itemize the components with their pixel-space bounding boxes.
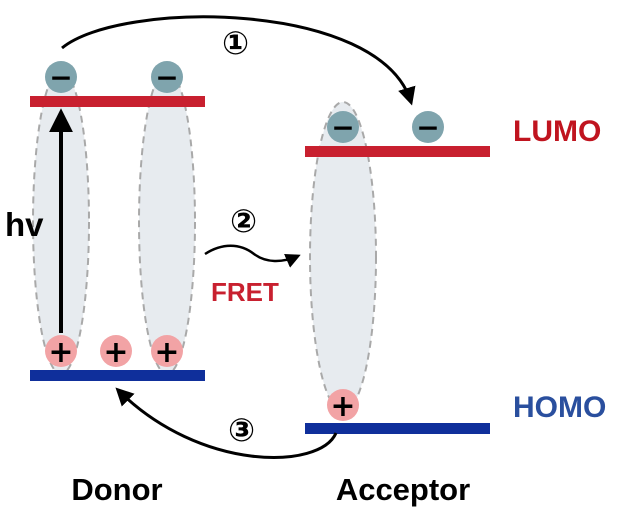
electron-acceptor-1: − (327, 111, 359, 144)
hole-acceptor-1: + (327, 389, 359, 424)
hole-donor-2: + (100, 335, 132, 370)
electron-donor-1: − (45, 61, 77, 94)
hole-sign: + (48, 335, 73, 370)
electron-acceptor-2: − (412, 111, 444, 144)
step2-marker: ② (230, 202, 257, 240)
acceptor-exciton (309, 101, 377, 413)
donor-exciton-right (138, 69, 196, 375)
hole-donor-1: + (45, 335, 77, 370)
electron-donor-2: − (151, 61, 183, 94)
electron-sign: − (416, 111, 439, 144)
hole-sign: + (154, 335, 179, 370)
acceptor-label: Acceptor (336, 472, 470, 507)
hole-transfer-arrow (115, 387, 338, 459)
donor-lumo-level (30, 96, 205, 107)
hole-sign: + (103, 335, 128, 370)
acceptor-homo-level (305, 423, 490, 434)
lumo-label: LUMO (513, 115, 601, 148)
fret-label: FRET (211, 277, 279, 307)
electron-sign: − (49, 61, 72, 94)
electron-sign: − (155, 61, 178, 94)
electron-transfer-arrow (61, 15, 416, 106)
step1-marker: ① (222, 24, 249, 62)
homo-label: HOMO (513, 391, 606, 424)
step3-marker: ③ (228, 411, 255, 449)
hole-donor-3: + (151, 335, 183, 370)
donor-homo-level (30, 370, 205, 381)
hole-sign: + (330, 389, 355, 424)
excitation-label: hv (5, 206, 44, 243)
acceptor-lumo-level (305, 146, 490, 157)
fret-arrow (204, 244, 301, 268)
electron-sign: − (331, 111, 354, 144)
donor-label: Donor (71, 472, 162, 507)
